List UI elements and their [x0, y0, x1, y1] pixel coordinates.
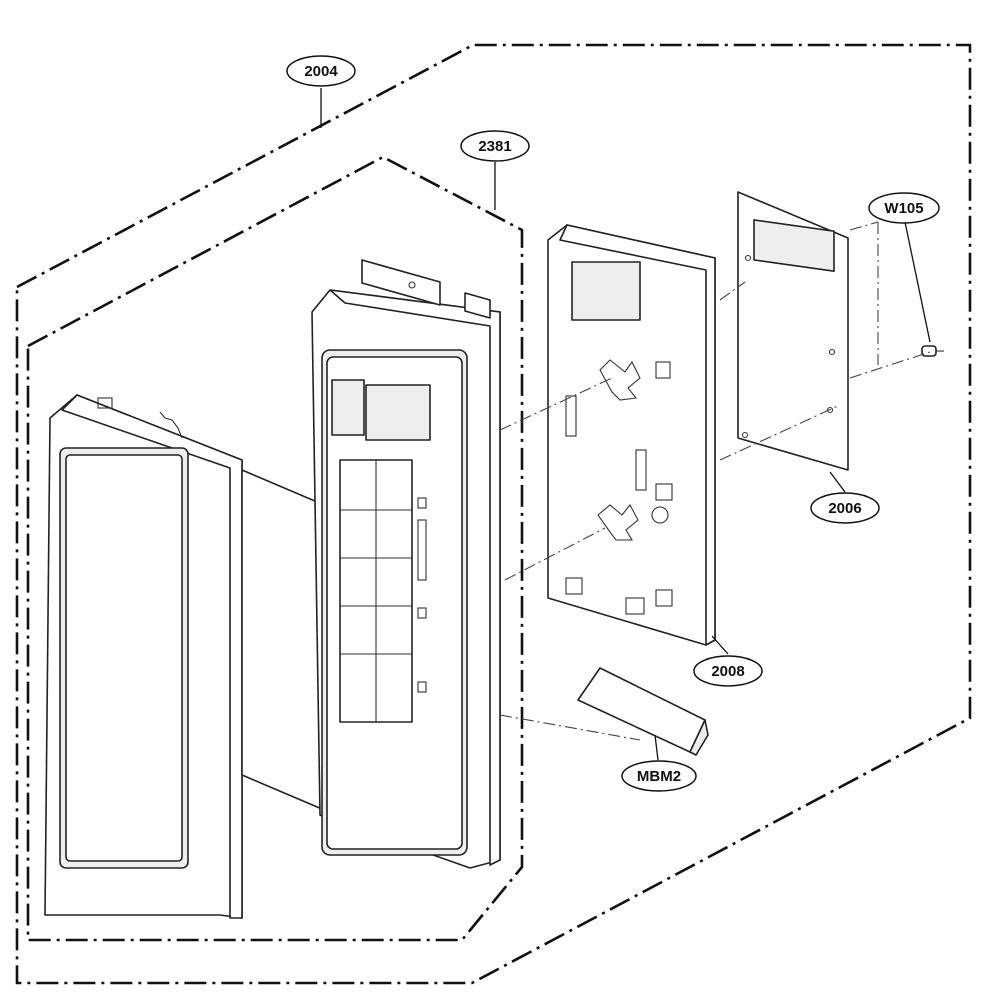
pcb-part	[737, 191, 849, 471]
callout-2006: 2006	[810, 492, 880, 524]
callout-mbm2: MBM2	[621, 760, 697, 792]
callout-2008: 2008	[693, 655, 763, 687]
callout-mbm2-text: MBM2	[637, 768, 681, 785]
callout-2004-text: 2004	[304, 63, 338, 80]
callout-w105-text: W105	[884, 200, 923, 217]
inner-assembly-boundary	[26, 155, 524, 942]
callout-2381: 2381	[460, 130, 530, 162]
callout-2008-text: 2008	[711, 663, 744, 680]
assembly-guide-lines	[499, 221, 931, 741]
callout-2006-text: 2006	[828, 500, 861, 517]
callout-2381-text: 2381	[478, 138, 511, 155]
callout-2004: 2004	[286, 55, 356, 87]
outer-assembly-boundary	[15, 43, 972, 985]
door-frame-part	[44, 394, 243, 919]
screw-part	[921, 345, 944, 357]
callout-leaders	[320, 88, 931, 761]
back-frame-part	[547, 224, 716, 646]
control-panel-part	[311, 259, 501, 869]
callout-w105: W105	[868, 192, 940, 224]
clip-part	[577, 667, 709, 756]
